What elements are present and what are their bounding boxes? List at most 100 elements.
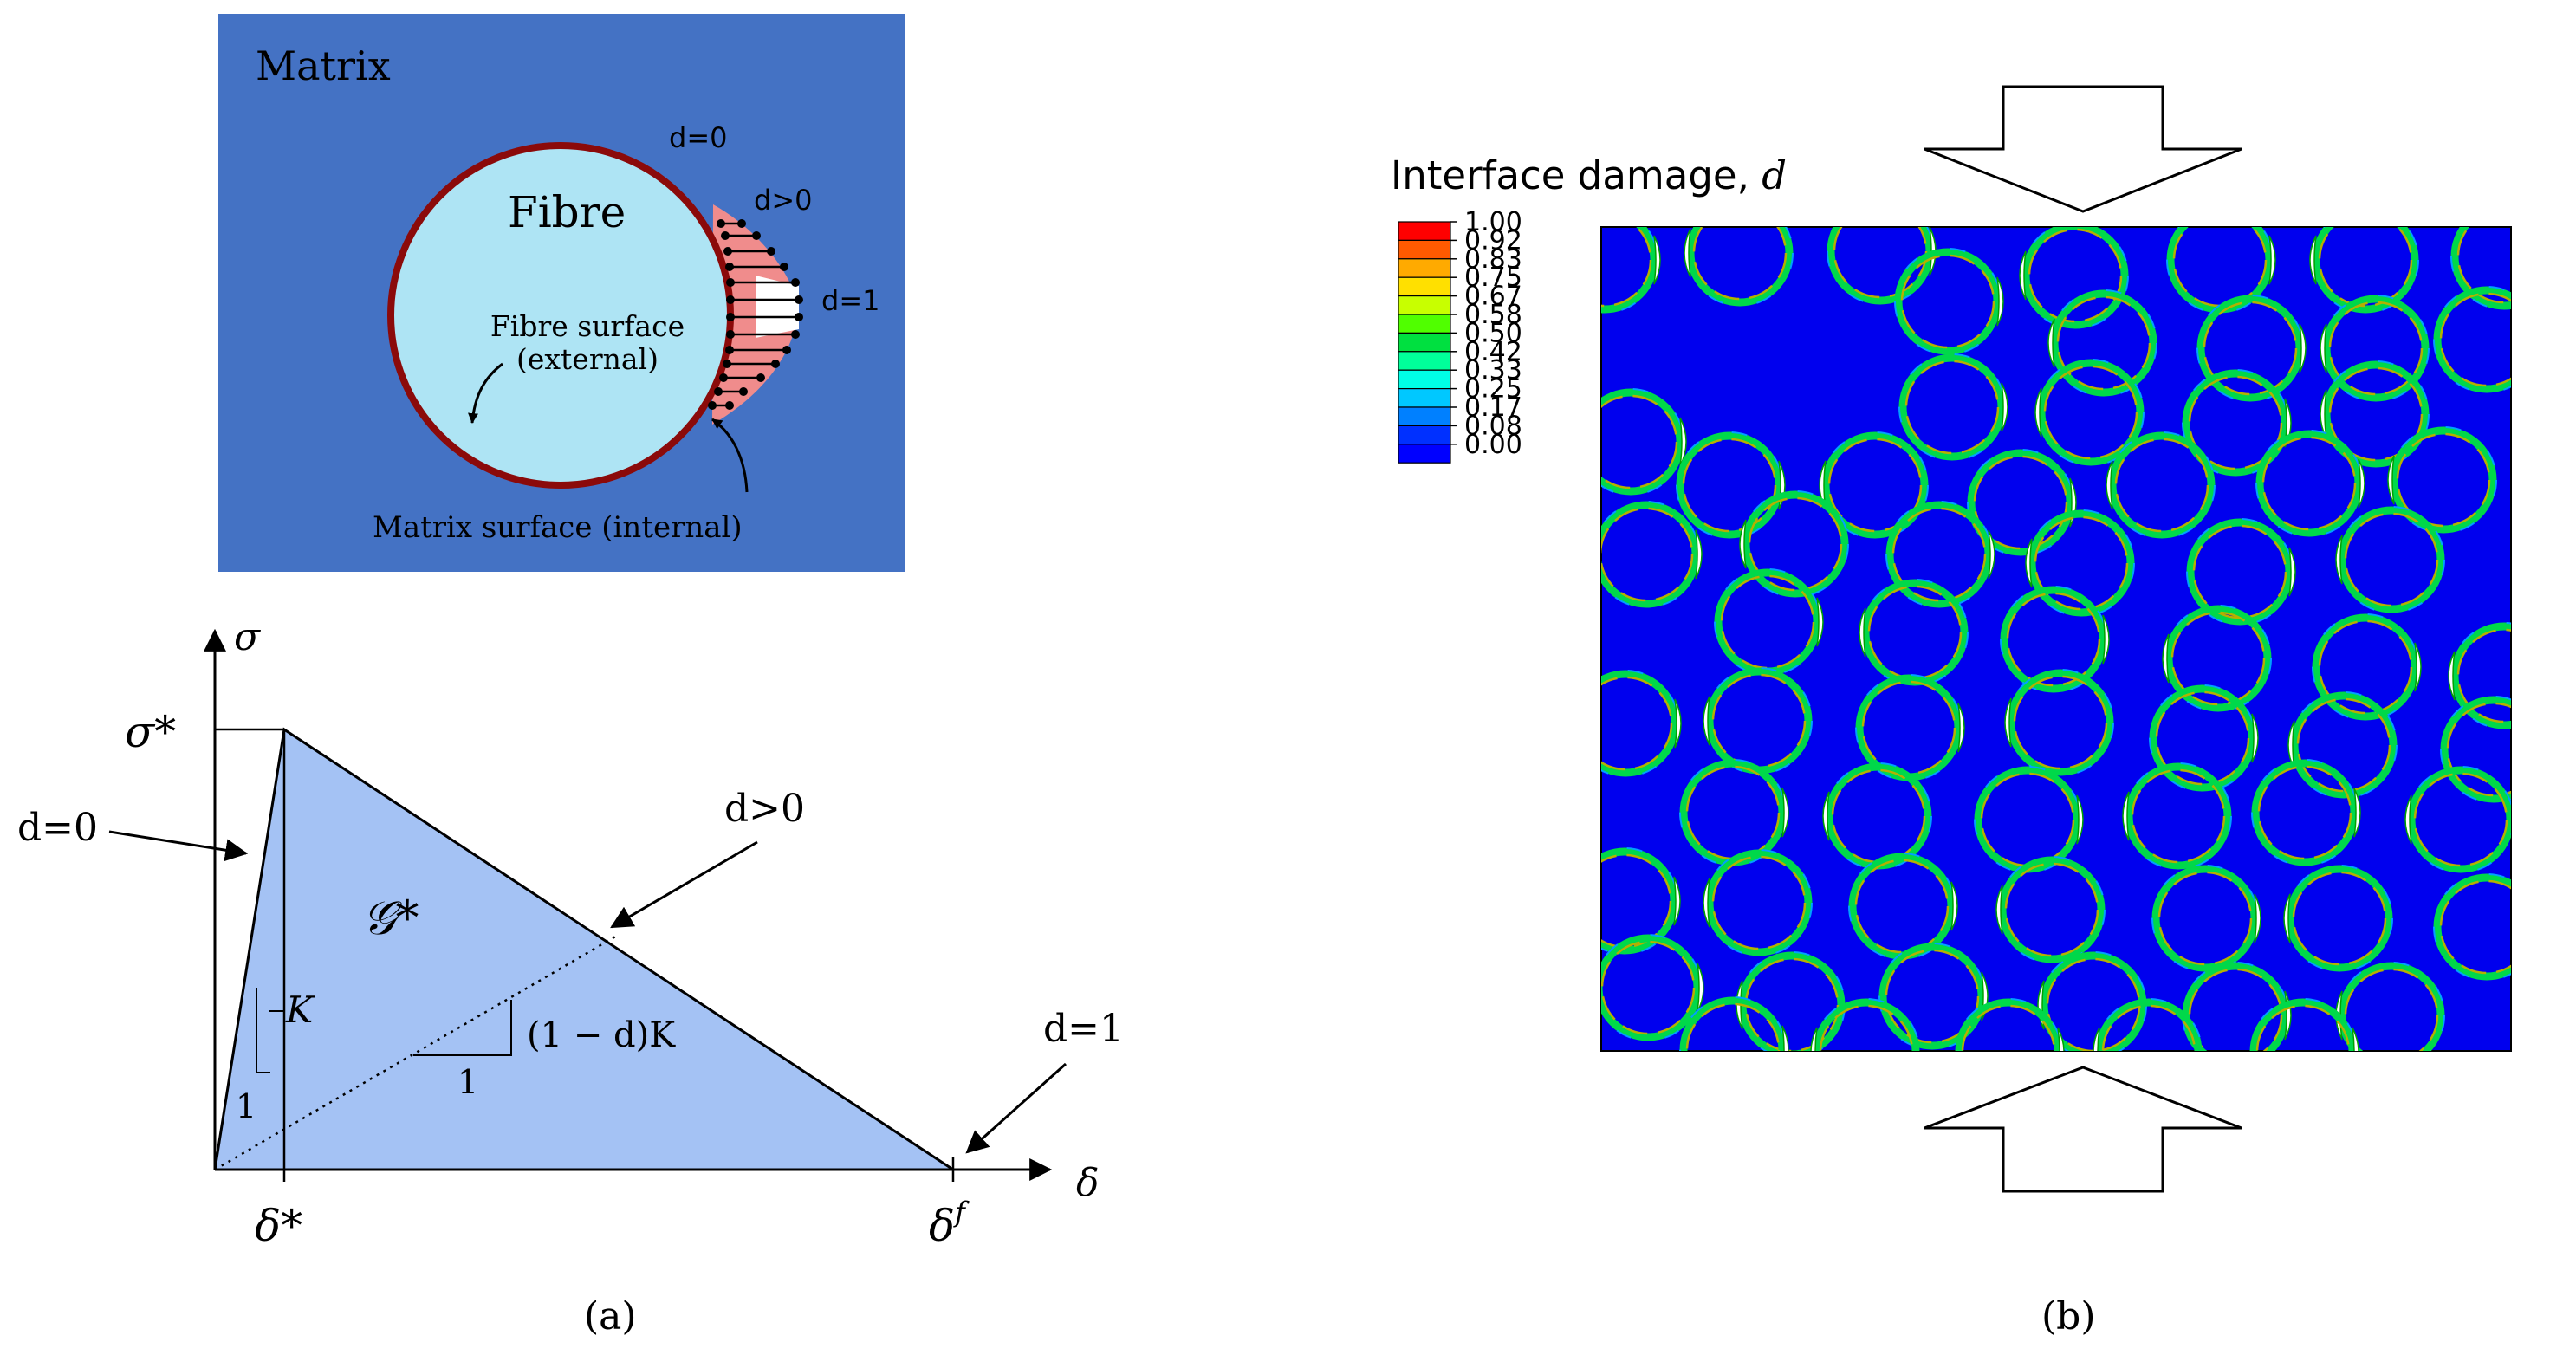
- fibre-interface: [2404, 766, 2511, 873]
- d1-label: d=1: [1043, 1007, 1124, 1051]
- dpos-label: d>0: [724, 787, 805, 831]
- debonded-gap: [2353, 788, 2361, 838]
- dissipated-energy-area: [215, 729, 953, 1170]
- debonded-gap: [2352, 1027, 2359, 1051]
- fibre-interface: [1601, 934, 1704, 1041]
- fibre-interface: [2047, 289, 2157, 397]
- fibre-interface: [2309, 227, 2419, 314]
- debonded-gap: [2358, 458, 2365, 509]
- debonded-gap: [1822, 791, 1830, 841]
- debonded-gap: [2093, 1027, 2100, 1051]
- bottom-load-arrow: [1924, 1066, 2242, 1193]
- debonded-gap: [1950, 881, 1958, 931]
- fibre-interface: [2004, 669, 2114, 776]
- fibre-interface: [2283, 865, 2393, 972]
- fibre-interface: [2335, 506, 2445, 613]
- fibre-interface: [1684, 227, 1794, 307]
- initial-slope-triangle: [256, 988, 270, 1073]
- fibre-interface: [2182, 369, 2292, 477]
- legend-swatch: [1398, 239, 1451, 260]
- dpos-arrow: [610, 840, 758, 929]
- legend-swatch: [1398, 221, 1451, 241]
- legend-swatch: [1398, 444, 1451, 464]
- debonded-gap: [1781, 788, 1789, 838]
- debonded-gap: [2320, 323, 2327, 373]
- debonded-gap: [2287, 720, 2295, 770]
- fibre-interface: [1601, 227, 1661, 314]
- fibre-interface: [2186, 518, 2296, 626]
- stiffness-label: K: [285, 989, 315, 1031]
- fibre-interface: [1819, 431, 1929, 539]
- legend-level-label: 0.00: [1464, 430, 1522, 460]
- d1-arrow: [965, 1062, 1067, 1154]
- legend-level-label: 0.67: [1464, 282, 1522, 312]
- fibre-interface: [1601, 847, 1681, 955]
- legend-level-label: 0.17: [1464, 392, 1522, 423]
- debonded-gap: [2076, 794, 2084, 845]
- fibre-interface: [2025, 509, 2135, 617]
- cohesive-springs: [712, 222, 799, 407]
- debonded-gap: [2057, 1027, 2065, 1051]
- fibre-interface: [1885, 501, 1995, 608]
- final-sep-label: δf: [929, 1196, 970, 1251]
- caption-b: (b): [2041, 1294, 2096, 1339]
- debonded-gap: [1996, 276, 2004, 327]
- legend-title: Interface damage, d: [1391, 152, 1787, 198]
- damage-legend: 1.000.920.830.750.670.580.500.420.330.25…: [1398, 207, 1522, 464]
- debonded-gap: [1703, 696, 1710, 746]
- slope-one-initial: 1: [236, 1087, 256, 1125]
- debonded-gap: [2299, 323, 2307, 373]
- fibre-interface: [1703, 849, 1813, 956]
- debonded-gap: [2004, 697, 2012, 748]
- fibre-interface: [2196, 295, 2307, 402]
- fibre-interface: [2151, 865, 2261, 972]
- fibre-interface: [1898, 353, 2008, 461]
- fibre-interfaces: [1601, 227, 2511, 1051]
- y-axis-symbol: σ: [234, 615, 262, 659]
- fibre-interface: [2093, 998, 2203, 1051]
- legend-level-label: 0.08: [1464, 411, 1522, 441]
- caption-a: (a): [584, 1294, 637, 1339]
- fibre-interface: [1601, 501, 1703, 608]
- fibre-interface: [2387, 426, 2497, 534]
- debonded-gap: [1957, 703, 1965, 753]
- debonded-gap: [1988, 529, 1995, 580]
- debonded-gap: [2034, 387, 2042, 438]
- debonded-gap: [1695, 529, 1703, 580]
- fibre-interface: [2450, 227, 2511, 310]
- fibre-interface: [2000, 586, 2110, 693]
- debonded-gap: [2047, 318, 2055, 368]
- legend-swatch: [1398, 388, 1451, 408]
- legend-level-label: 0.50: [1464, 318, 1522, 348]
- debonded-gap: [2251, 713, 2259, 763]
- debonded-gap: [1810, 1027, 1818, 1051]
- fibre-interface: [2149, 684, 2259, 792]
- fibre-surface-arrow: [468, 362, 503, 424]
- legend-swatch: [1398, 258, 1451, 278]
- top-load-arrow: [1924, 85, 2242, 213]
- debonded-gap: [2019, 250, 2027, 301]
- debonded-gap: [2414, 642, 2422, 692]
- debonded-gap: [2268, 235, 2276, 285]
- fibre-interface: [1601, 670, 1682, 777]
- traction-separation-law: σ δ σ* δ* δf 𝒢* K 1 1 (1 − d)K d=0 d>0 d…: [17, 615, 1124, 1339]
- fibre-interface: [2162, 605, 2272, 712]
- debonded-gap: [2288, 547, 2296, 597]
- fibre-interface: [2433, 286, 2511, 393]
- legend-swatch: [1398, 314, 1451, 334]
- state-label-d0: d=0: [669, 121, 727, 154]
- legend-level-label: 0.42: [1464, 337, 1522, 367]
- peak-stress-label: σ*: [125, 707, 176, 757]
- legend-level-label: 0.92: [1464, 225, 1522, 256]
- fibre-interface: [2320, 295, 2430, 402]
- fibre-interface: [1810, 998, 1920, 1051]
- legend-level-label: 0.25: [1464, 374, 1522, 405]
- degraded-slope-triangle: [413, 1000, 512, 1056]
- debonded-gap: [1674, 698, 1682, 749]
- legend-swatch: [1398, 332, 1451, 353]
- legend-level-label: 0.83: [1464, 244, 1522, 275]
- matrix-label: Matrix: [256, 42, 391, 89]
- debonded-gap: [1859, 607, 1866, 658]
- debonded-gap: [1684, 228, 1691, 278]
